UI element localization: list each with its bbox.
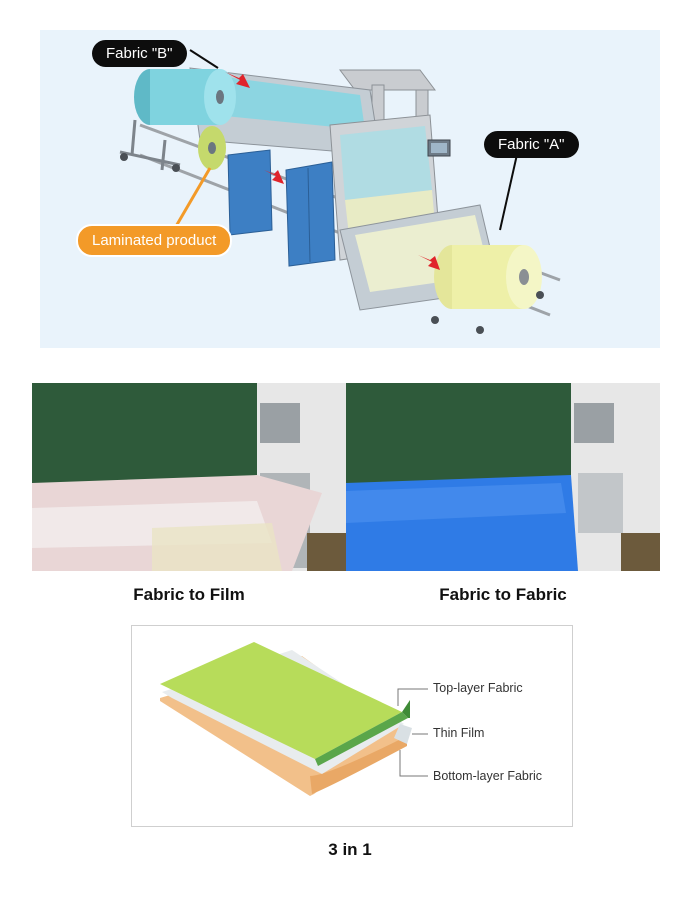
bottom-layer-label: Bottom-layer Fabric [433, 769, 543, 783]
thin-film-label: Thin Film [433, 726, 485, 740]
fabric-a-callout: Fabric "A" [484, 131, 579, 158]
control-cabinets [227, 149, 336, 267]
flow-arrows [225, 72, 440, 270]
fabric-to-fabric-photo [346, 383, 660, 571]
fabric-a-roll [434, 245, 542, 309]
laminated-product-roll [198, 126, 226, 170]
fabric-b-roll [134, 69, 236, 125]
top-layer-label: Top-layer Fabric [433, 681, 523, 695]
fabric-to-film-caption: Fabric to Film [133, 585, 245, 604]
fabric-to-fabric-caption: Fabric to Fabric [439, 585, 567, 604]
laminated-product-callout: Laminated product [76, 224, 233, 257]
three-layer-diagram: Top-layer Fabric Thin Film Bottom-layer … [131, 625, 573, 827]
machine-illustration [40, 30, 660, 348]
fabric-to-film-photo [32, 383, 346, 571]
laminating-machine-drawing [119, 49, 561, 334]
top-layer-fabric [160, 642, 410, 766]
three-in-one-caption: 3 in 1 [328, 840, 372, 859]
fabric-b-callout: Fabric "B" [92, 40, 187, 67]
